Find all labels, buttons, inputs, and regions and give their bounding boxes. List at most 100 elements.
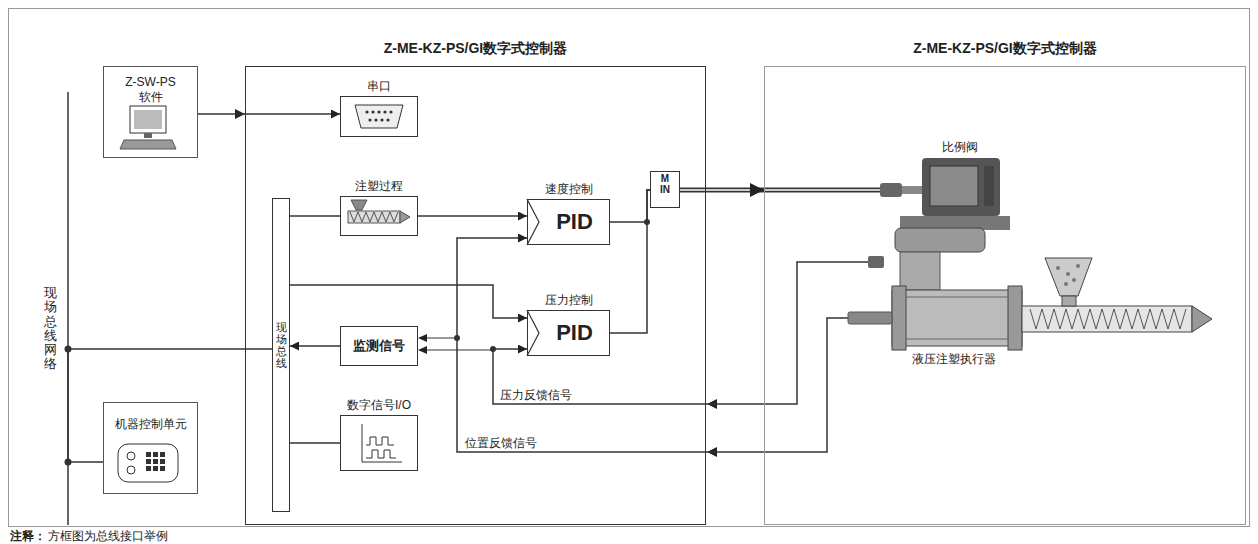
hydraulic-actuator xyxy=(1045,258,1092,296)
signal-line xyxy=(290,215,340,217)
hydraulic-actuator xyxy=(1066,272,1070,276)
hydraulic-actuator xyxy=(1008,286,1022,350)
signal-line xyxy=(290,442,340,444)
serial-box: 串口 xyxy=(340,96,418,137)
control-panel-icon xyxy=(118,444,178,482)
signal-label: 压力反馈信号 xyxy=(498,388,574,402)
control-panel-icon xyxy=(127,452,135,460)
machine-unit-box: 机器控制单元 xyxy=(103,402,198,494)
controller-title: Z-ME-KZ-PS/GI数字式控制器 xyxy=(705,39,1258,57)
control-panel-icon xyxy=(160,466,165,471)
serial-port-icon xyxy=(383,110,386,113)
box-heading: 数字信号I/O xyxy=(311,398,447,412)
injection-icon xyxy=(348,200,410,223)
control-panel-icon xyxy=(127,466,135,474)
hydraulic-actuator xyxy=(892,290,1022,346)
actuator-wires xyxy=(764,188,880,193)
pid-chevron xyxy=(527,310,539,356)
border-arrowheads xyxy=(235,109,717,457)
pid-chevron xyxy=(527,199,539,245)
digital-io-icon xyxy=(366,437,394,445)
hydraulic-actuator xyxy=(848,258,1212,350)
serial-port-icon xyxy=(386,118,389,121)
controller-title: Z-ME-KZ-PS/GI数字式控制器 xyxy=(186,39,765,57)
proportional-valve xyxy=(984,166,994,206)
note-text: 方框图为总线接口举例 xyxy=(48,529,168,543)
hydraulic-actuator xyxy=(1056,266,1060,270)
fieldbus-label: 现场总线 xyxy=(276,321,287,369)
hydraulic-actuator xyxy=(1076,264,1080,268)
pid-block: 压力控制PID xyxy=(527,310,610,356)
signal-label: 位置反馈信号 xyxy=(463,436,539,450)
computer-icon xyxy=(130,106,166,133)
control-panel-icon xyxy=(146,459,151,464)
serial-port-icon xyxy=(377,110,380,113)
hydraulic-actuator xyxy=(906,339,1008,340)
controller-frame: Z-ME-KZ-PS/GI数字式控制器 xyxy=(764,66,1246,525)
digital-io-icon xyxy=(362,424,402,462)
signal-line xyxy=(290,345,340,347)
hydraulic-actuator xyxy=(906,297,1008,298)
serial-port-icon xyxy=(389,110,392,113)
serial-port-icon xyxy=(355,105,403,128)
monitor-label: 监测信号 xyxy=(341,327,417,364)
note-heading: 注释： xyxy=(10,529,46,543)
computer-icon xyxy=(134,110,162,129)
serial-port-icon xyxy=(368,118,371,121)
monitor-taps xyxy=(424,349,493,350)
hydraulic-actuator xyxy=(1064,282,1068,286)
hydraulic-actuator xyxy=(1022,306,1192,332)
fieldbus-bar: 现场总线 xyxy=(272,198,290,512)
proportional-valve xyxy=(868,256,884,268)
control-panel-icon xyxy=(153,459,158,464)
monitor-taps xyxy=(424,337,457,338)
proportional-valve xyxy=(880,183,902,197)
hydraulic-actuator xyxy=(1072,278,1076,282)
outer-frame xyxy=(9,9,1250,527)
pid-label: PID xyxy=(540,311,609,355)
actuator-wires xyxy=(764,318,848,452)
box-heading: 串口 xyxy=(311,79,447,93)
control-panel-icon xyxy=(160,452,165,457)
control-panel-icon xyxy=(153,466,158,471)
hydraulic-actuator xyxy=(892,286,906,350)
digital-io-box: 数字信号I/O xyxy=(340,415,418,471)
digital-io-icon xyxy=(362,424,402,462)
part-label: 液压注塑执行器 xyxy=(912,352,996,366)
hydraulic-actuator xyxy=(1192,306,1212,332)
injection-icon xyxy=(348,211,400,223)
proportional-valve xyxy=(922,158,1000,216)
min-selector: MIN xyxy=(650,171,680,208)
serial-port-icon xyxy=(371,110,374,113)
signal-line xyxy=(418,215,527,217)
pid-block: 速度控制PID xyxy=(527,199,610,245)
serial-port-icon xyxy=(365,110,368,113)
process-box: 注塑过程 xyxy=(340,196,418,236)
pid-chevron xyxy=(527,199,539,356)
box-heading: 速度控制 xyxy=(498,182,639,196)
signal-line xyxy=(610,190,650,333)
monitor-taps xyxy=(418,346,427,354)
computer-icon xyxy=(120,140,176,149)
serial-port-icon xyxy=(374,118,377,121)
signal-bus-arrow xyxy=(680,188,764,193)
monitor-taps xyxy=(418,334,427,342)
hydraulic-actuator xyxy=(1062,296,1076,306)
hydraulic-actuator xyxy=(1030,309,1186,329)
pid-label: PID xyxy=(540,200,609,244)
control-panel-icon xyxy=(118,444,178,482)
signal-line xyxy=(457,238,764,452)
part-label: 比例阀 xyxy=(942,140,978,154)
machine-unit-label: 机器控制单元 xyxy=(104,417,197,432)
control-panel-icon xyxy=(146,466,151,471)
control-panel-icon xyxy=(153,452,158,457)
control-panel-icon xyxy=(160,459,165,464)
injection-icon xyxy=(400,211,410,223)
signal-bus-core xyxy=(680,189,750,191)
injection-icon xyxy=(351,200,367,210)
box-heading: 注塑过程 xyxy=(311,179,447,193)
proportional-valve xyxy=(895,228,985,252)
actuator-wires xyxy=(764,262,868,404)
